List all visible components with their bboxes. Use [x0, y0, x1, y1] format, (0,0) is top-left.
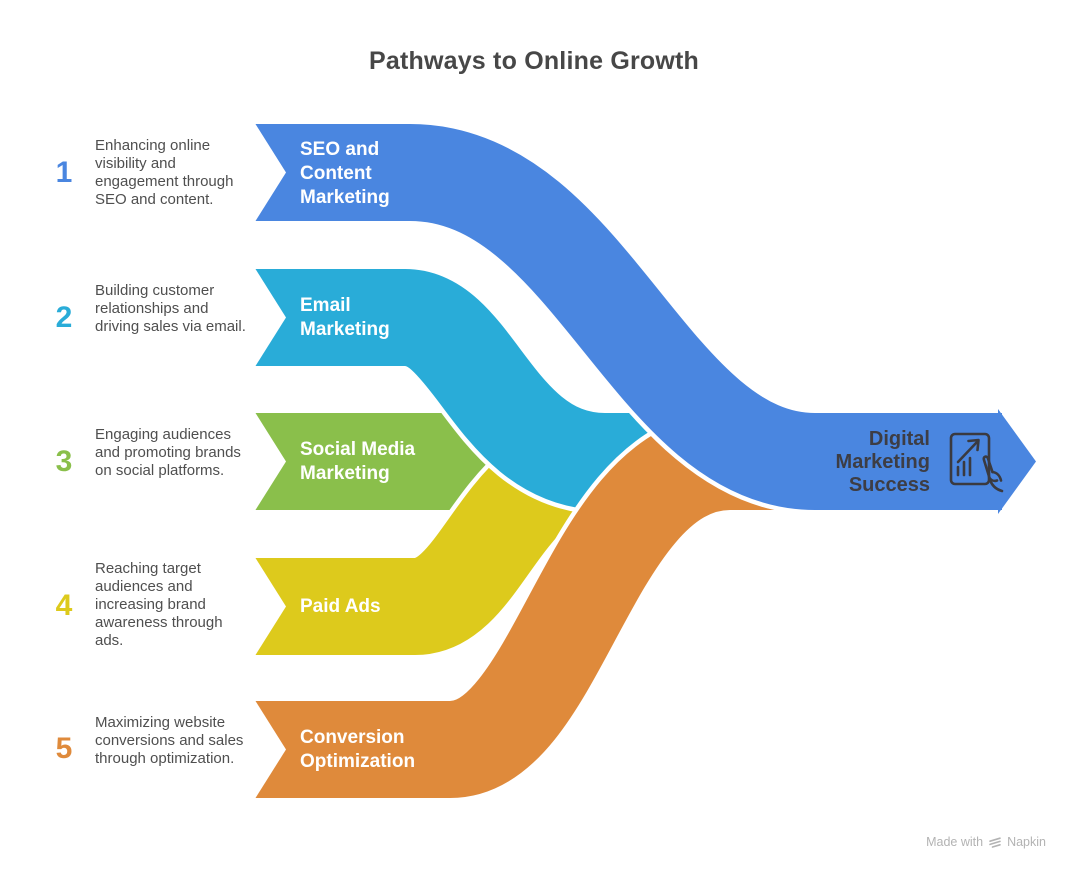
- made-with-text: Made with: [926, 835, 984, 849]
- band-label-conversion-optimization: Conversion Optimization: [300, 727, 416, 772]
- made-with-napkin-credit: Made with Napkin: [926, 835, 1046, 849]
- step-number-1: 1: [55, 156, 73, 189]
- pathway-ribbon-1: [255, 124, 1002, 510]
- destination-label: Digital Marketing Success: [835, 428, 930, 496]
- chevron-notch-3: [252, 407, 286, 516]
- chevron-notch-2: [252, 263, 286, 372]
- step-description-4: Reaching target audiences and increasing…: [95, 560, 223, 649]
- pathway-ribbon-2: [255, 269, 745, 510]
- step-number-3: 3: [55, 445, 73, 478]
- step-description-5: Maximizing website conversions and sales…: [95, 714, 244, 767]
- band-label-social-media-marketing: Social Media Marketing: [300, 439, 416, 484]
- band-label-seo-content-marketing: SEO and Content Marketing: [300, 139, 390, 208]
- napkin-logo-icon: [988, 835, 1002, 849]
- step-number-2: 2: [55, 301, 73, 334]
- step-description-1: Enhancing online visibility and engageme…: [95, 137, 234, 208]
- chevron-notch-5: [252, 695, 286, 804]
- chevron-notch-4: [252, 552, 286, 661]
- page-title: Pathways to Online Growth: [368, 47, 700, 75]
- arrow-head: [998, 409, 1036, 514]
- band-label-paid-ads: Paid Ads: [300, 596, 381, 617]
- step-number-4: 4: [55, 589, 73, 622]
- chevron-notch-1: [252, 118, 286, 227]
- step-description-2: Building customer relationships and driv…: [95, 282, 246, 335]
- pathway-ribbon-5: [255, 413, 880, 798]
- step-number-5: 5: [55, 732, 73, 765]
- brand-text: Napkin: [1007, 835, 1046, 849]
- step-description-3: Engaging audiences and promoting brands …: [95, 426, 241, 479]
- growth-chart-tablet-hand-icon: [944, 429, 1006, 498]
- band-label-email-marketing: Email Marketing: [300, 295, 390, 340]
